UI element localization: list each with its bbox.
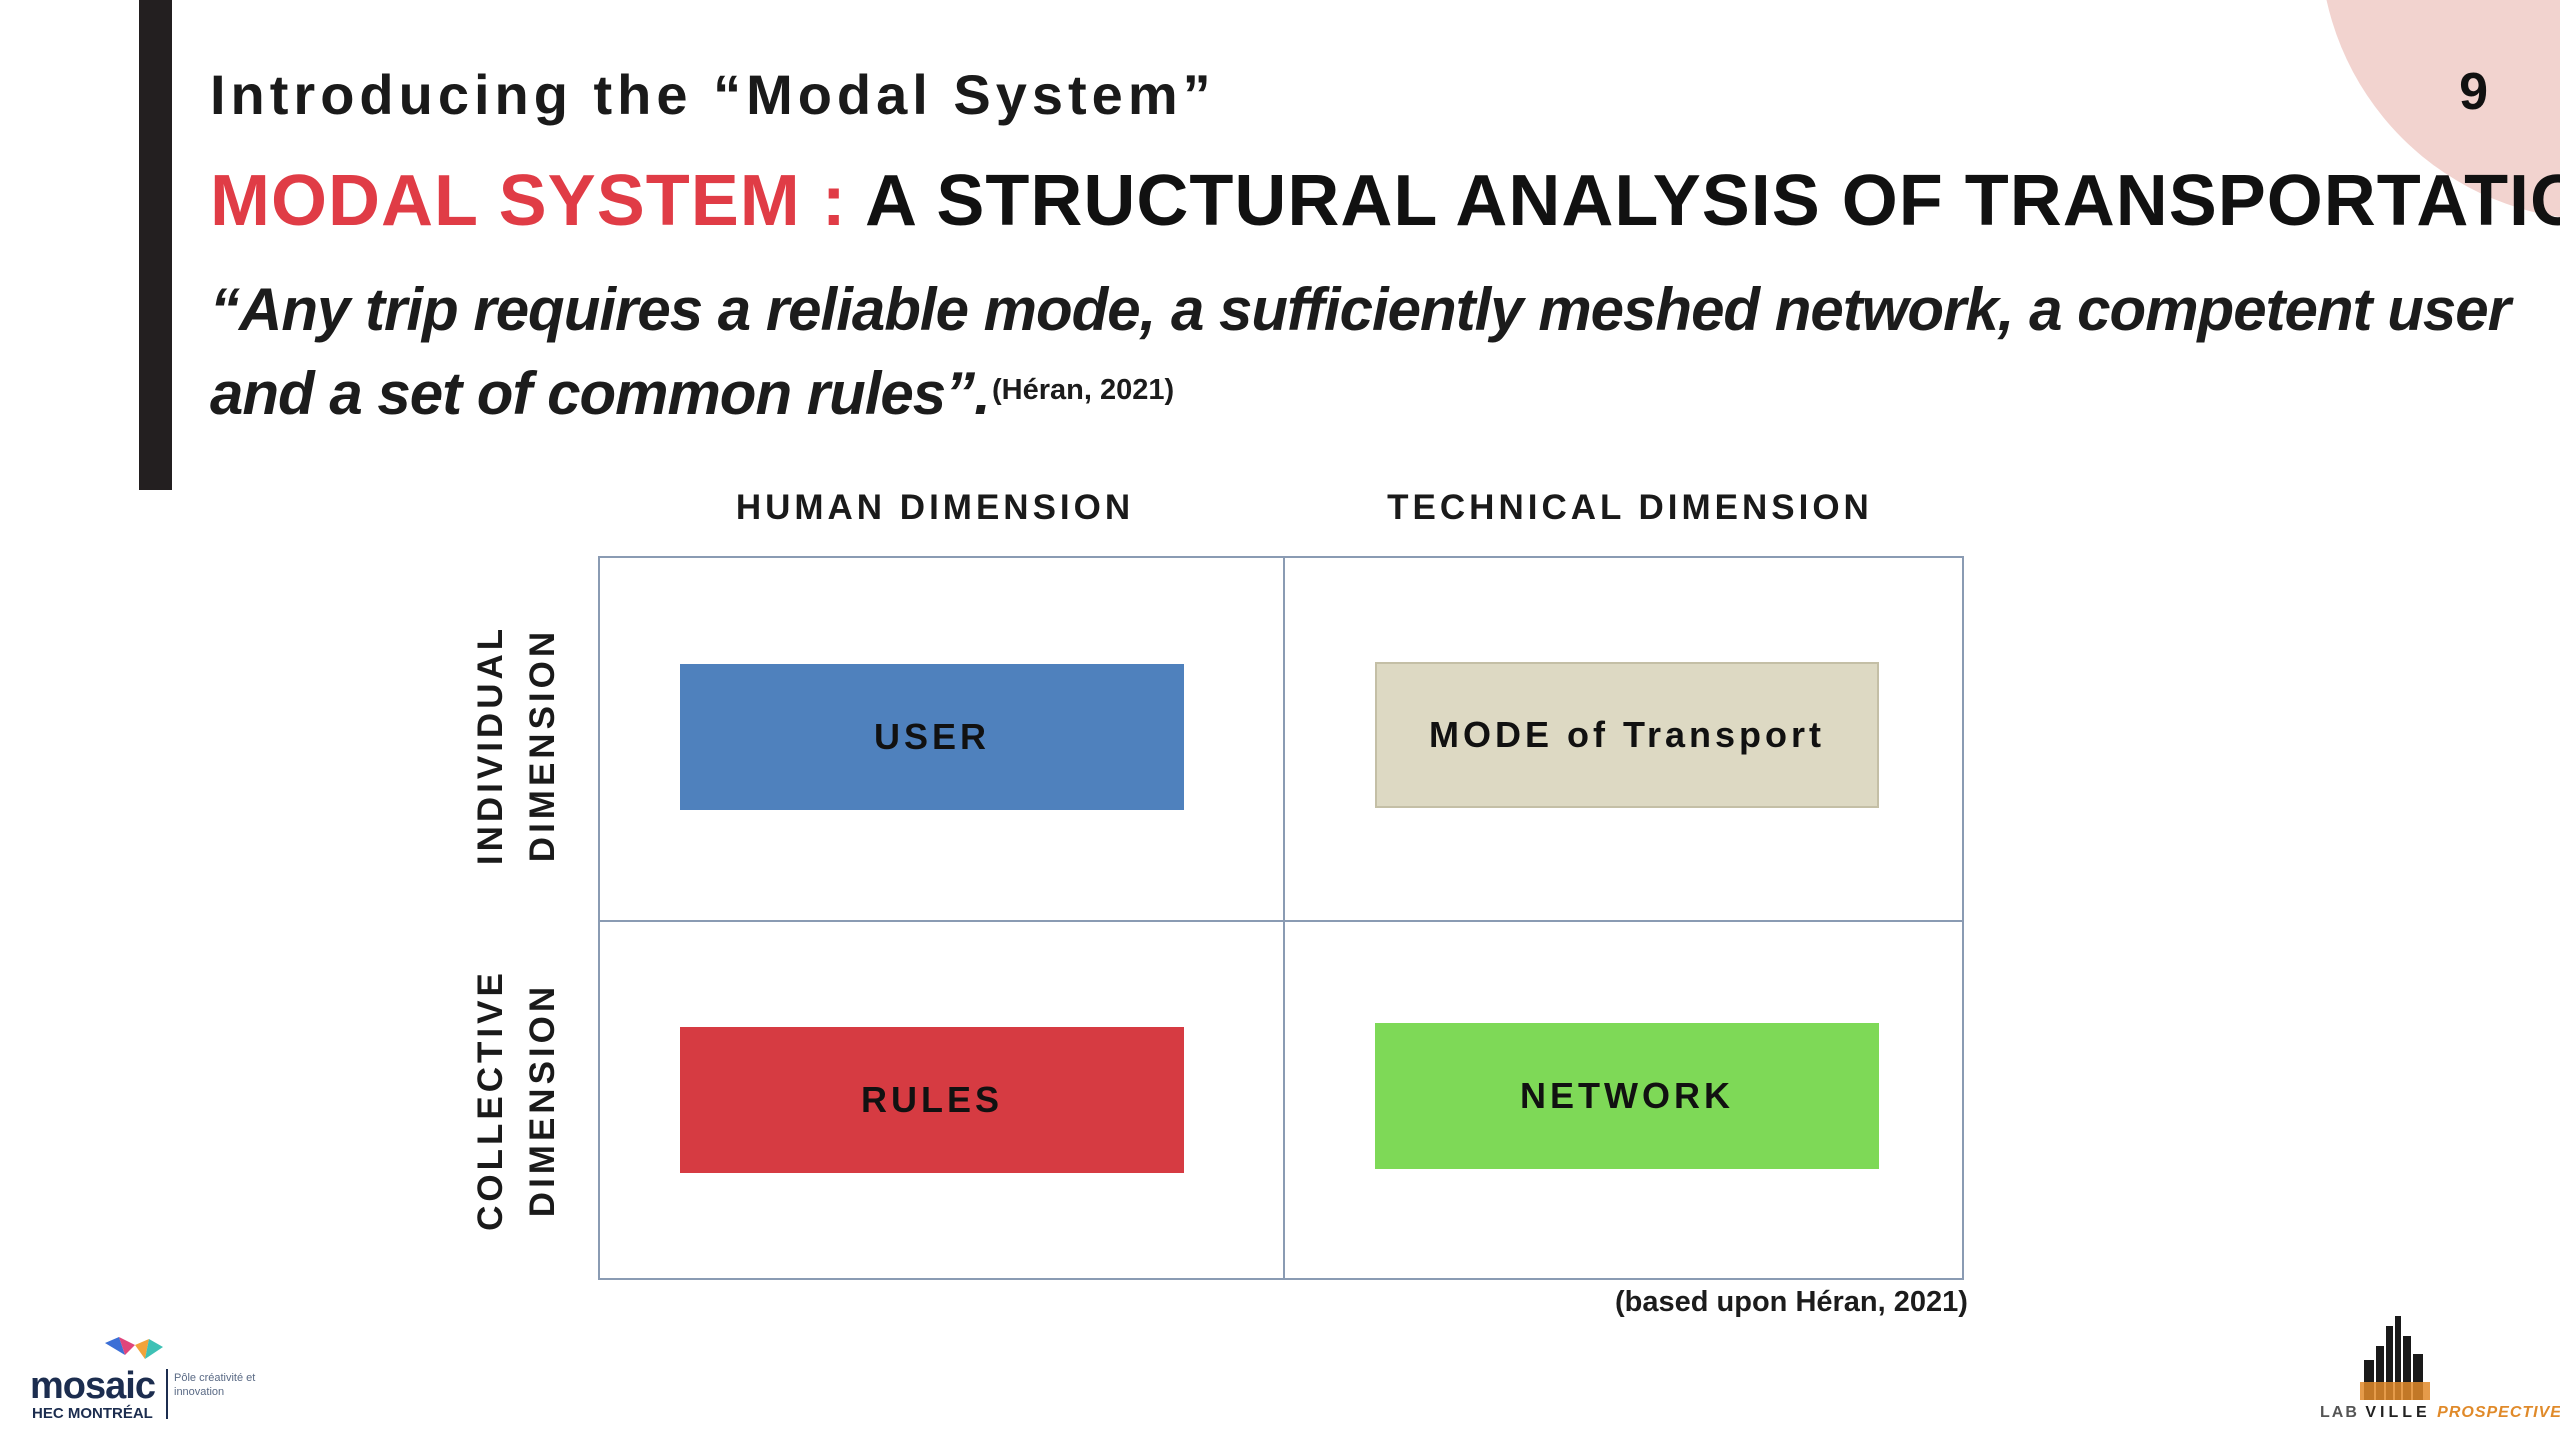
quote: “Any trip requires a reliable mode, a su… bbox=[210, 276, 2511, 427]
page-number: 9 bbox=[2459, 63, 2488, 121]
row-header-collective: COLLECTIVE DIMENSION bbox=[465, 910, 575, 1290]
mosaic-tagline: Pôle créativité et innovation bbox=[174, 1372, 256, 1398]
grid-divider-horizontal bbox=[600, 920, 1962, 922]
grid-divider-vertical bbox=[1283, 558, 1285, 1278]
city-skyline-icon bbox=[2360, 1316, 2430, 1400]
user-box: USER bbox=[680, 664, 1184, 810]
row-header-line: DIMENSION bbox=[523, 982, 562, 1218]
mosaic-logo: mosaic HEC MONTRÉAL Pôle créativité et i… bbox=[30, 1335, 270, 1425]
page-title: MODAL SYSTEM : A STRUCTURAL ANALYSIS OF … bbox=[210, 160, 2560, 242]
column-header-technical: TECHNICAL DIMENSION bbox=[1387, 488, 1873, 527]
dimension-grid bbox=[598, 556, 1964, 1280]
lab-ville-prospective-logo: LAB VILLE PROSPECTIVE bbox=[2320, 1316, 2560, 1426]
mosaic-divider bbox=[166, 1369, 168, 1419]
title-highlight: MODAL SYSTEM : bbox=[210, 161, 866, 241]
quote-citation: (Héran, 2021) bbox=[992, 374, 1175, 406]
network-box: NETWORK bbox=[1375, 1023, 1879, 1169]
lab-wordmark: LAB VILLE PROSPECTIVE bbox=[2320, 1404, 2560, 1422]
row-header-line: INDIVIDUAL bbox=[471, 624, 510, 866]
mosaic-subtitle: HEC MONTRÉAL bbox=[32, 1405, 153, 1422]
row-header-individual: INDIVIDUAL DIMENSION bbox=[465, 555, 575, 935]
row-header-line: COLLECTIVE bbox=[471, 969, 510, 1231]
mosaic-mark-icon bbox=[105, 1337, 163, 1359]
title-rest: A STRUCTURAL ANALYSIS OF TRANSPORTATION bbox=[865, 161, 2560, 241]
lab-word-lab: LAB bbox=[2320, 1404, 2359, 1421]
row-header-line: DIMENSION bbox=[523, 627, 562, 863]
diagram-citation: (based upon Héran, 2021) bbox=[1615, 1286, 1968, 1318]
rules-box: RULES bbox=[680, 1027, 1184, 1173]
column-header-human: HUMAN DIMENSION bbox=[735, 488, 1135, 527]
lab-word-ville: VILLE bbox=[2365, 1404, 2431, 1421]
mode-of-transport-box: MODE of Transport bbox=[1375, 662, 1879, 808]
accent-bar bbox=[139, 0, 172, 490]
section-title: Introducing the “Modal System” bbox=[210, 63, 1216, 126]
mosaic-wordmark: mosaic bbox=[30, 1365, 156, 1407]
lab-word-prospective: PROSPECTIVE bbox=[2437, 1404, 2560, 1421]
